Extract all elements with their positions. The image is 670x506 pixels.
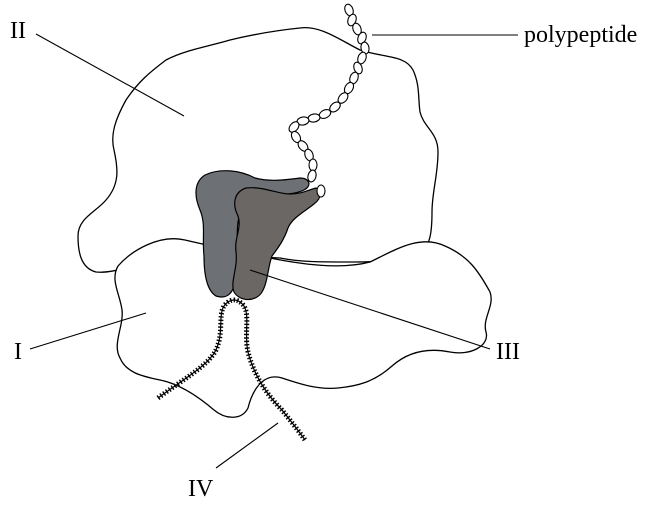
label-small-subunit: I	[14, 339, 22, 365]
label-mrna: IV	[188, 476, 214, 502]
amino-acid-bead	[309, 159, 317, 171]
amino-acid-bead	[317, 185, 325, 197]
label-large-subunit: II	[10, 18, 26, 44]
label-trna: III	[496, 339, 520, 365]
label-polypeptide: polypeptide	[524, 22, 637, 48]
leader-line-mrna	[216, 423, 278, 468]
small-subunit-shape	[115, 239, 491, 418]
